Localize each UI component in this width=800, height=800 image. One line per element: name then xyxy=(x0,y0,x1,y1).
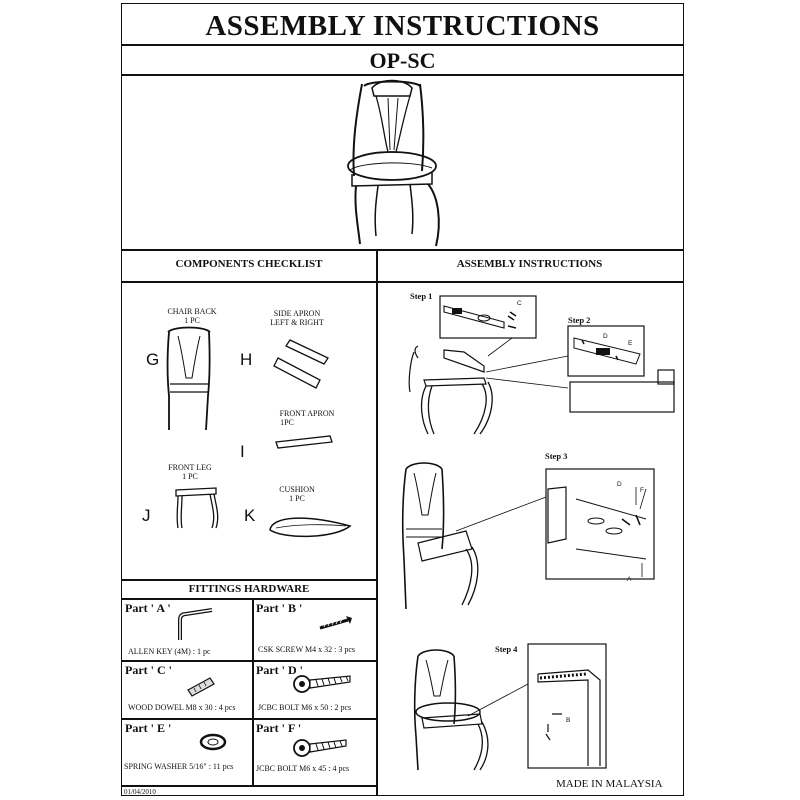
spring-washer-icon xyxy=(199,733,227,751)
callout-e: E xyxy=(628,340,633,347)
divider xyxy=(122,44,683,46)
csk-screw-icon xyxy=(319,616,352,630)
step-3-diagram xyxy=(401,462,655,610)
component-j-letter: J xyxy=(142,506,151,525)
step-2-diagram xyxy=(485,325,675,413)
components-heading: COMPONENTS CHECKLIST xyxy=(175,258,323,270)
component-g-name: CHAIR BACK xyxy=(167,307,217,316)
component-i-qty: 1PC xyxy=(280,418,294,427)
divider xyxy=(122,785,376,787)
jcbc-bolt-f-icon xyxy=(293,739,347,757)
callout-a: A xyxy=(627,576,632,583)
divider xyxy=(122,281,376,283)
part-f-desc: JCBC BOLT M6 x 45 : 4 pcs xyxy=(256,764,350,773)
chair-back-illustration xyxy=(166,326,211,431)
part-c-desc: WOOD DOWEL M8 x 30 : 4 pcs xyxy=(128,703,236,712)
component-i-letter: I xyxy=(240,442,245,461)
part-d-label: Part ' D ' xyxy=(256,663,303,677)
hardware-grid-divider xyxy=(252,598,254,785)
step-2-label: Step 2 xyxy=(568,315,591,325)
column-divider xyxy=(376,249,378,795)
divider xyxy=(122,718,376,720)
callout-b: B xyxy=(566,717,571,724)
front-leg-illustration xyxy=(175,487,219,529)
made-in-label: MADE IN MALAYSIA xyxy=(556,778,663,790)
step-3-label: Step 3 xyxy=(545,451,568,461)
jcbc-bolt-d-icon xyxy=(293,675,351,693)
hardware-heading: FITTINGS HARDWARE xyxy=(188,583,310,595)
callout-c: C xyxy=(517,300,522,307)
assembly-heading: ASSEMBLY INSTRUCTIONS xyxy=(456,258,603,270)
cushion-illustration xyxy=(269,517,352,538)
part-e-desc: SPRING WASHER 5/16" : 11 pcs xyxy=(124,762,234,771)
component-g-qty: 1 PC xyxy=(184,316,200,325)
allen-key-icon xyxy=(178,608,213,640)
step-1-diagram xyxy=(408,295,537,435)
chair-illustration xyxy=(347,79,440,247)
callout-d: D xyxy=(603,333,608,340)
model-number: OP-SC xyxy=(369,48,436,73)
part-d-desc: JCBC BOLT M6 x 50 : 2 pcs xyxy=(258,703,352,712)
part-a-desc: ALLEN KEY (4M) : 1 pc xyxy=(128,647,211,656)
side-apron-illustration xyxy=(273,339,329,389)
component-k-name: CUSHION xyxy=(279,485,315,494)
component-j-qty: 1 PC xyxy=(182,472,198,481)
step-1-label: Step 1 xyxy=(410,291,433,301)
step-4-diagram xyxy=(413,643,607,771)
step-4-label: Step 4 xyxy=(495,644,518,654)
part-b-desc: CSK SCREW M4 x 32 : 3 pcs xyxy=(258,645,355,654)
part-b-label: Part ' B ' xyxy=(256,601,303,615)
part-e-label: Part ' E ' xyxy=(125,721,172,735)
component-g-letter: G xyxy=(146,350,160,369)
component-h-qty: LEFT & RIGHT xyxy=(270,318,324,327)
front-apron-illustration xyxy=(275,435,333,449)
callout-f: F xyxy=(640,487,644,494)
component-i-name: FRONT APRON xyxy=(279,409,335,418)
divider xyxy=(122,598,376,600)
revision-date: 01/04/2010 xyxy=(124,788,156,796)
component-h-name: SIDE APRON xyxy=(273,309,321,318)
component-k-qty: 1 PC xyxy=(289,494,305,503)
component-j-name: FRONT LEG xyxy=(168,463,212,472)
instruction-sheet: ASSEMBLY INSTRUCTIONS OP-SC COMPONENTS C… xyxy=(121,3,684,796)
wood-dowel-icon xyxy=(187,677,215,697)
divider xyxy=(122,579,376,581)
divider xyxy=(122,660,376,662)
part-f-label: Part ' F ' xyxy=(256,721,302,735)
page-title: ASSEMBLY INSTRUCTIONS xyxy=(205,10,600,42)
part-c-label: Part ' C ' xyxy=(125,663,172,677)
component-k-letter: K xyxy=(244,506,256,525)
divider xyxy=(122,249,683,251)
part-a-label: Part ' A ' xyxy=(125,601,171,615)
divider xyxy=(376,281,683,283)
component-h-letter: H xyxy=(240,350,253,369)
callout-d: D xyxy=(617,481,622,488)
divider xyxy=(122,74,683,76)
